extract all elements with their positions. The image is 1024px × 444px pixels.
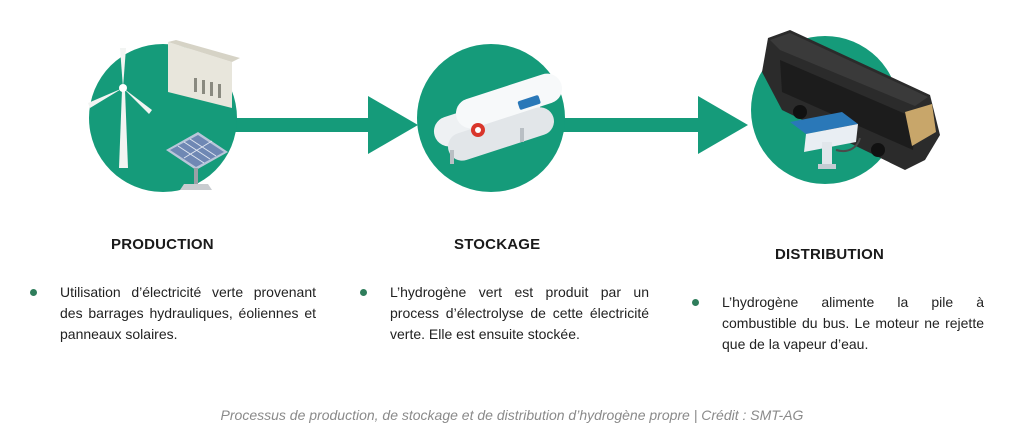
figure-caption: Processus de production, de stockage et … [220, 407, 804, 423]
step-title-production: PRODUCTION [111, 236, 214, 253]
process-diagram [88, 30, 940, 192]
step-title-distribution: DISTRIBUTION [775, 246, 885, 263]
bus-icon [762, 30, 940, 170]
step-description-stockage: L’hydrogène vert est produit par un proc… [360, 282, 649, 368]
charging-station-icon [790, 112, 861, 169]
bullet-dot-icon [360, 289, 367, 296]
wind-turbine-icon [88, 48, 152, 168]
bullet-dot-icon [692, 299, 699, 306]
distribution-circle [751, 30, 940, 184]
step-description-text: L’hydrogène alimente la pile à combustib… [722, 294, 984, 352]
step-description-production: Utilisation d’électricité verte provenan… [30, 282, 316, 368]
dam-icon [168, 40, 240, 108]
arrow-production-to-stockage [232, 96, 418, 154]
solar-panel-icon [166, 132, 228, 190]
production-circle [88, 40, 240, 192]
step-description-text: L’hydrogène vert est produit par un proc… [390, 284, 649, 342]
arrow-stockage-to-distribution [562, 96, 748, 154]
hydrogen-tanks-icon [433, 73, 563, 164]
step-description-distribution: L’hydrogène alimente la pile à combustib… [692, 292, 984, 358]
step-description-text: Utilisation d’électricité verte provenan… [60, 284, 316, 342]
bullet-dot-icon [30, 289, 37, 296]
stockage-circle [417, 44, 565, 192]
step-title-stockage: STOCKAGE [454, 236, 541, 253]
